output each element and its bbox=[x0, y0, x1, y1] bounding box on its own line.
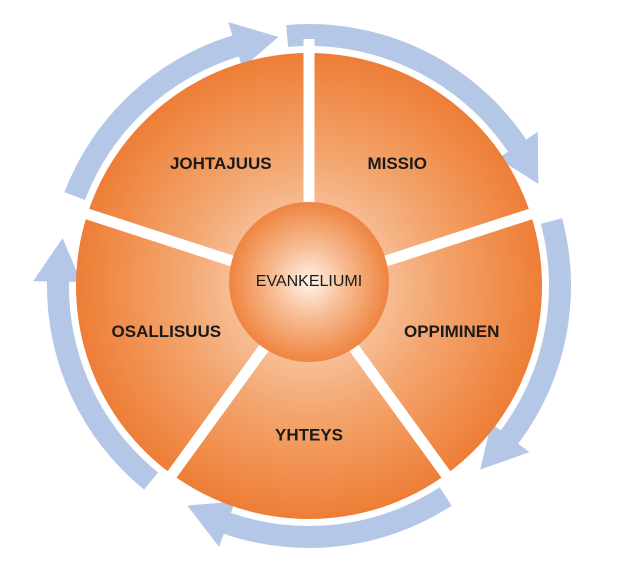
cycle-arrow bbox=[187, 487, 452, 548]
cycle-arrow bbox=[33, 238, 158, 490]
segment-divider bbox=[348, 343, 459, 490]
segment-label-johtajuus: JOHTAJUUS bbox=[170, 154, 272, 173]
center-label: EVANKELIUMI bbox=[256, 273, 362, 290]
segment-divider bbox=[378, 204, 546, 269]
cycle-arrow bbox=[480, 218, 572, 470]
segment-label-oppiminen: OPPIMINEN bbox=[404, 322, 499, 341]
segment-label-yhteys: YHTEYS bbox=[275, 425, 343, 444]
segment-divider bbox=[72, 204, 240, 269]
segment-label-missio: MISSIO bbox=[367, 154, 427, 173]
cycle-arrow bbox=[64, 22, 279, 200]
center-hub bbox=[229, 202, 389, 362]
segment-dividers bbox=[72, 39, 546, 490]
segment-divider bbox=[159, 343, 270, 490]
segment-labels: MISSIO OPPIMINEN YHTEYS OSALLISUUS JOHTA… bbox=[112, 154, 500, 444]
segment-yhteys bbox=[172, 286, 446, 520]
segment-label-osallisuus: OSALLISUUS bbox=[112, 322, 222, 341]
